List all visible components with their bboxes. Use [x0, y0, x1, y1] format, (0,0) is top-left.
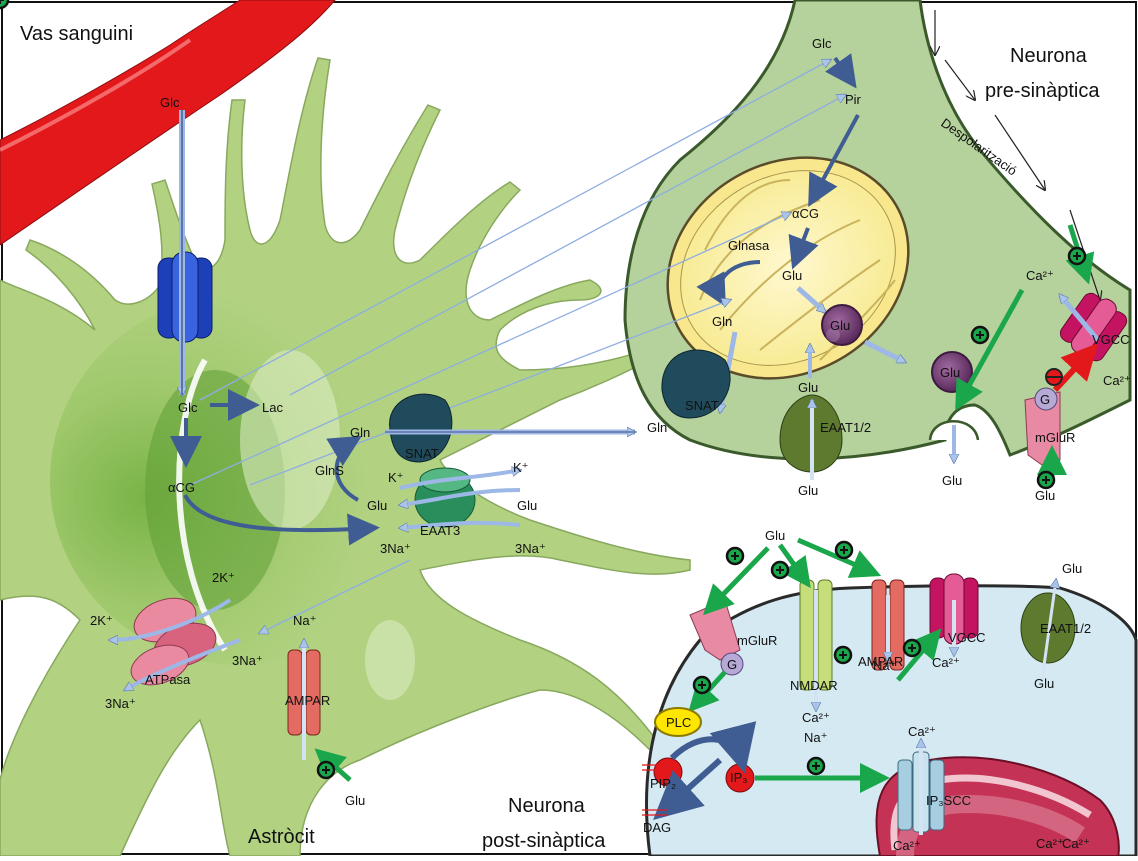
label-pre-gln-out: Gln	[647, 420, 667, 435]
label-pre-glu-release: Glu	[942, 473, 962, 488]
label-atpase: ATPasa	[145, 672, 191, 687]
label-ca-er-3: Ca²⁺	[1062, 836, 1090, 851]
label-pre-gln-mito: Gln	[712, 314, 732, 329]
label-2k-a: 2K⁺	[212, 570, 235, 585]
label-k-out: K⁺	[513, 460, 529, 475]
label-post-na-ampar: Na⁺	[873, 658, 896, 673]
label-pre-eaat12: EAAT1/2	[820, 420, 871, 435]
label-pre-glu-vesicle1: Glu	[830, 318, 850, 333]
label-pre-glu-eaat-out: Glu	[798, 483, 818, 498]
label-plc: PLC	[666, 715, 691, 730]
label-pre-mglur: mGluR	[1035, 430, 1075, 445]
label-snat: SNAT	[405, 446, 439, 461]
plus-icon-post-1	[727, 548, 743, 564]
label-pip2: PIP₂	[650, 776, 676, 791]
plus-icon-post-4	[835, 647, 851, 663]
label-pre-glu-mglur: Glu	[1035, 488, 1055, 503]
label-pre-glc: Glc	[812, 36, 832, 51]
label-ip3scc: IP₃SCC	[926, 793, 971, 808]
label-pre-snat: SNAT	[685, 398, 719, 413]
label-glc: Glc	[178, 400, 198, 415]
title-vessel: Vas sanguini	[20, 23, 133, 45]
astro-sheen-2	[365, 620, 415, 700]
label-dag: DAG	[643, 820, 671, 835]
label-pre-glu-vesicle2: Glu	[940, 365, 960, 380]
label-3na-in: 3Na⁺	[380, 541, 411, 556]
label-post-glu-top: Glu	[765, 528, 785, 543]
label-ampar: AMPAR	[285, 693, 330, 708]
label-pre-pir: Pir	[845, 92, 862, 107]
label-glc-vessel: Glc	[160, 95, 180, 110]
label-ca-er-2: Ca²⁺	[1036, 836, 1064, 851]
title-pre-2: pre-sinàptica	[985, 80, 1100, 102]
label-eaat-glu-bottom: Glu	[1034, 676, 1054, 691]
label-glns: GlnS	[315, 463, 344, 478]
plus-icon-post-3	[836, 542, 852, 558]
label-3na-atp-out: 3Na⁺	[105, 696, 136, 711]
plus-icon-post-5	[904, 640, 920, 656]
label-glu: Glu	[367, 498, 387, 513]
label-pre-glnasa: Glnasa	[728, 238, 770, 253]
plus-icon-astro	[318, 762, 334, 778]
title-post-1: Neurona	[508, 795, 586, 817]
label-pre-acg: αCG	[792, 206, 819, 221]
label-k-in: K⁺	[388, 470, 404, 485]
label-glu-out: Glu	[517, 498, 537, 513]
label-3na-out: 3Na⁺	[515, 541, 546, 556]
label-pre-ca-in: Ca²⁺	[1026, 268, 1054, 283]
label-post-ca-vgcc: Ca²⁺	[932, 655, 960, 670]
label-post-ca-nmdar: Ca²⁺	[802, 710, 830, 725]
label-gln: Gln	[350, 425, 370, 440]
label-pre-ca-out: Ca²⁺	[1103, 373, 1131, 388]
plus-icon-post-6	[694, 677, 710, 693]
title-astrocyte: Astròcit	[248, 826, 315, 848]
label-post-g: G	[727, 657, 737, 672]
label-post-vgcc: VGCC	[948, 630, 986, 645]
plus-icon-pre-release	[972, 327, 988, 343]
label-2k-b: 2K⁺	[90, 613, 113, 628]
label-post-eaat12: EAAT1/2	[1040, 621, 1091, 636]
plus-icon-post-7	[808, 758, 824, 774]
label-acg: αCG	[168, 480, 195, 495]
label-post-na-nmdar: Na⁺	[804, 730, 827, 745]
label-pre-g: G	[1040, 392, 1050, 407]
plus-icon-pre-vgcc	[1069, 248, 1085, 264]
label-pre-glu-eaat: Glu	[798, 380, 818, 395]
label-lac: Lac	[262, 400, 283, 415]
title-post-2: post-sinàptica	[482, 830, 606, 852]
label-pre-vgcc: VGCC	[1092, 332, 1130, 347]
label-ip3: IP₃	[730, 770, 748, 785]
label-eaat3: EAAT3	[420, 523, 460, 538]
label-glu-ampar: Glu	[345, 793, 365, 808]
plus-icon-post-2	[772, 562, 788, 578]
title-pre-1: Neurona	[1010, 45, 1088, 67]
label-post-nmdar: NMDAR	[790, 678, 838, 693]
label-eaat-glu-top: Glu	[1062, 561, 1082, 576]
label-ca-er-top: Ca²⁺	[908, 724, 936, 739]
label-3na-atp-in: 3Na⁺	[232, 653, 263, 668]
label-pre-glu-mito: Glu	[782, 268, 802, 283]
label-ca-er-1: Ca²⁺	[893, 838, 921, 853]
plus-icon-pre-mglur	[1038, 472, 1054, 488]
label-post-mglur: mGluR	[737, 633, 777, 648]
label-na-ampar: Na⁺	[293, 613, 316, 628]
